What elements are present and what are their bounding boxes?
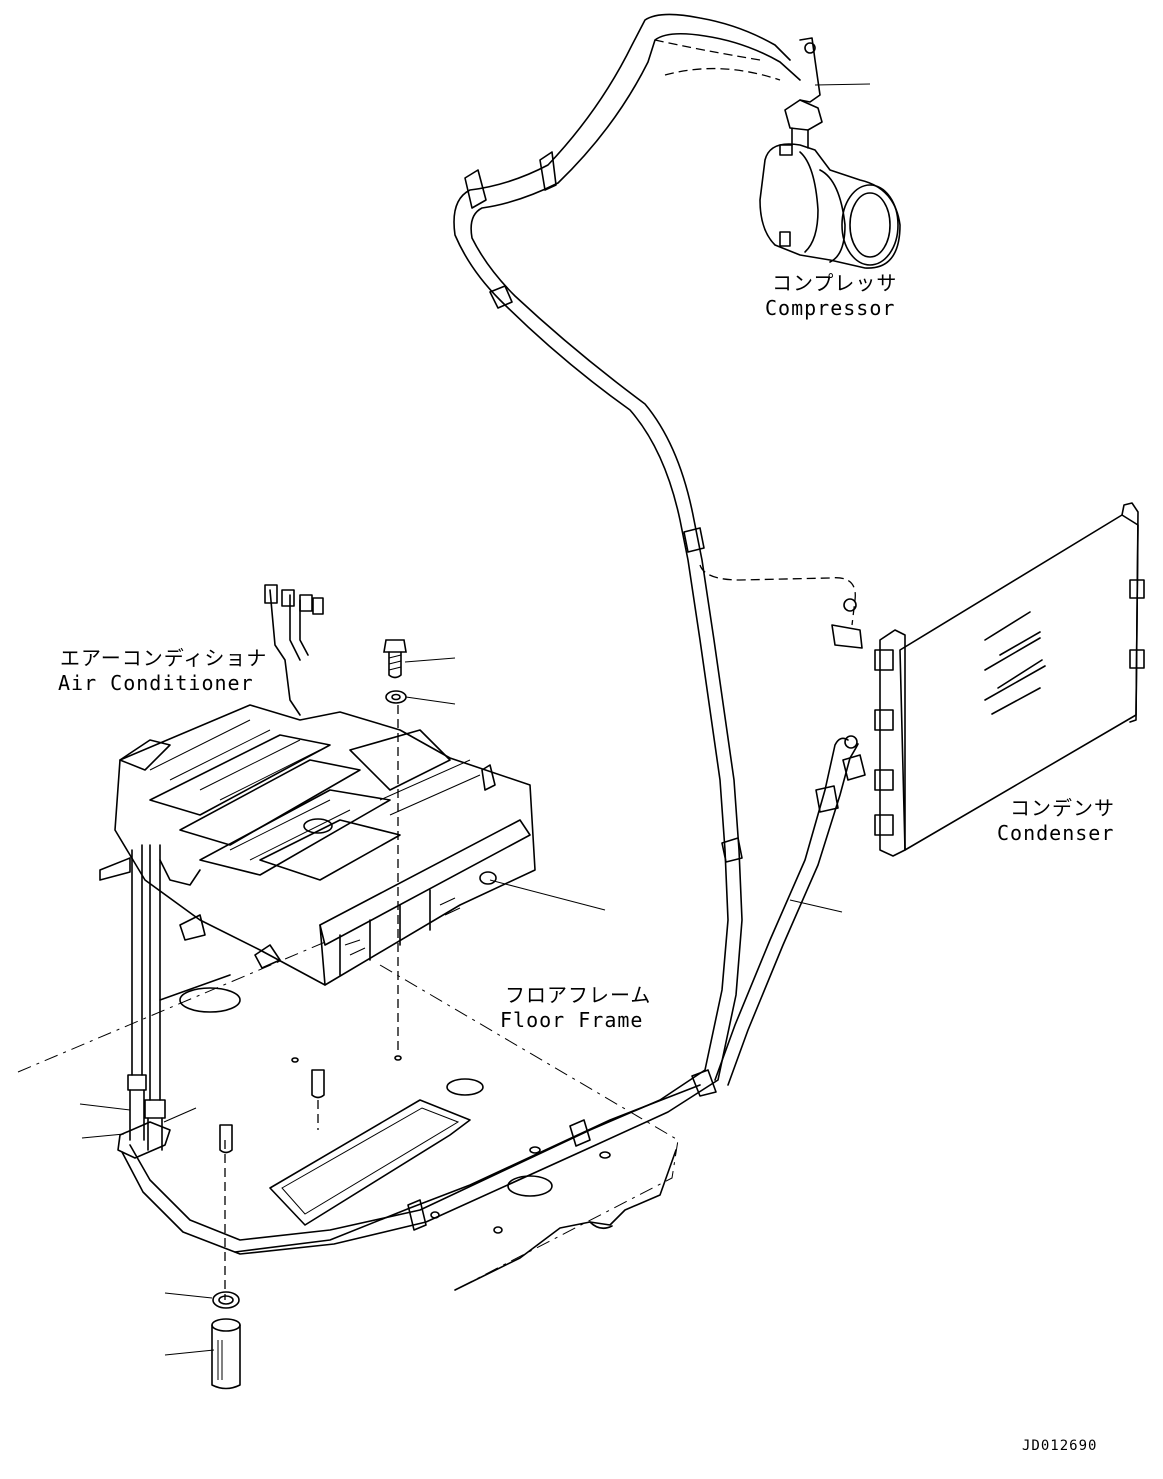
floor-frame — [17, 939, 679, 1291]
hose-clamp — [489, 285, 513, 309]
hose-clamp — [539, 151, 557, 191]
mount-bracket — [179, 914, 206, 941]
refrigerant-hoses — [121, 13, 859, 1255]
hose-clamp — [691, 1069, 717, 1097]
compressor-label-jp: コンプレッサ — [772, 271, 897, 295]
floor-frame-label-jp: フロアフレーム — [505, 983, 651, 1007]
compressor — [759, 37, 901, 269]
hose-clamp — [464, 169, 487, 209]
leader-line — [789, 899, 843, 913]
floor-frame-label-en: Floor Frame — [500, 1008, 643, 1032]
hose-clamp — [569, 1119, 591, 1147]
hose-clamp — [721, 837, 743, 863]
leader-line — [489, 879, 606, 911]
air-conditioner-label-jp: エアーコンディショナ — [60, 646, 267, 670]
drain-port — [479, 871, 497, 885]
hose-clamp — [407, 1199, 427, 1231]
hose-band — [164, 1291, 240, 1309]
mount-bracket — [99, 857, 131, 881]
floor-pipe-fittings — [79, 844, 197, 1159]
leader-line — [814, 83, 871, 86]
drain-hose — [164, 1318, 241, 1390]
air-conditioner-label-en: Air Conditioner — [58, 671, 254, 695]
compressor-label-en: Compressor — [765, 296, 895, 320]
floor-hole — [446, 1078, 484, 1096]
hose-clamp — [815, 785, 839, 813]
air-conditioner-unit — [99, 584, 536, 986]
floor-hole — [507, 1175, 553, 1197]
condenser-label-jp: コンデンサ — [1010, 796, 1115, 820]
washer — [385, 690, 456, 1050]
drawing-code: JD012690 — [1022, 1438, 1097, 1454]
condenser-label-en: Condenser — [997, 821, 1114, 845]
hose-clamp — [683, 527, 705, 553]
mounting-bolt — [383, 639, 456, 679]
mount-bracket — [254, 944, 281, 969]
condenser — [831, 502, 1145, 857]
floor-hole-oval — [179, 987, 241, 1013]
drain-pipe — [219, 1069, 325, 1300]
